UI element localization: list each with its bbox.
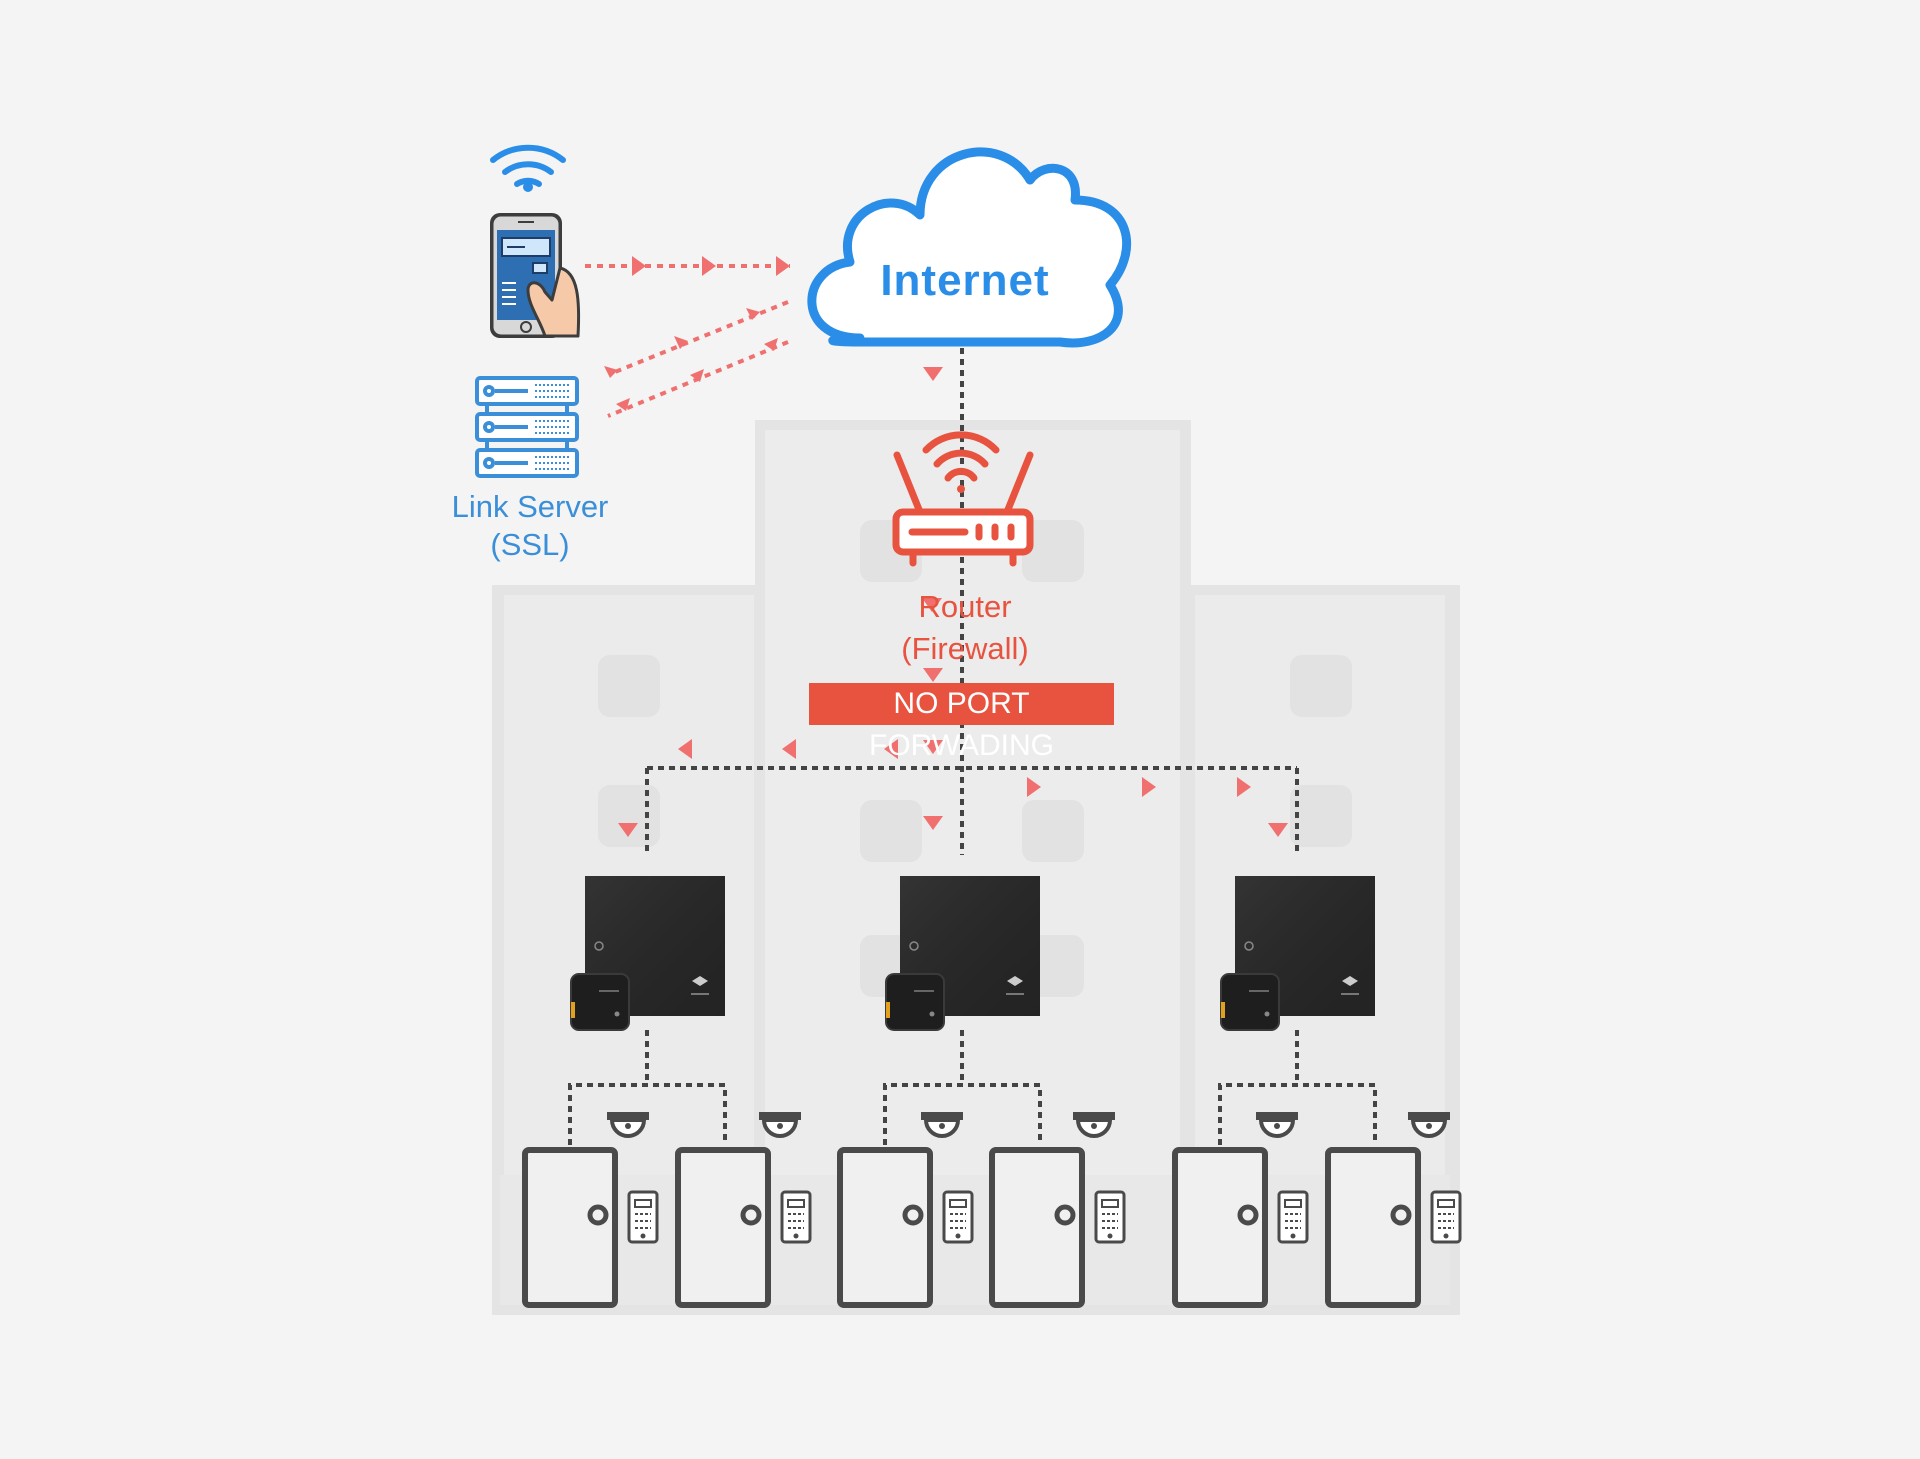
server-label: Link Server (SSL): [420, 488, 640, 564]
smartphone-in-hand-icon: [490, 213, 581, 338]
network-wires: [568, 348, 1377, 1145]
server-label-line2: (SSL): [490, 527, 570, 562]
access-controller-icon: [885, 875, 1041, 1031]
server-label-line1: Link Server: [451, 489, 609, 524]
cloud-label: Internet: [880, 256, 1050, 305]
server-rack-icon: [475, 376, 579, 478]
access-controller-icon: [570, 875, 726, 1031]
access-controller-icon: [1220, 875, 1376, 1031]
flow-arrows: [604, 256, 1288, 837]
router-label: Router (Firewall): [860, 586, 1070, 670]
wifi-router-icon: [892, 431, 1034, 567]
cloud-icon: [807, 147, 1132, 348]
wifi-icon: [490, 144, 566, 192]
router-label-line2: (Firewall): [901, 631, 1029, 666]
no-port-forwarding-badge: NO PORT FORWADING: [809, 683, 1114, 762]
router-label-line1: Router: [918, 589, 1012, 624]
